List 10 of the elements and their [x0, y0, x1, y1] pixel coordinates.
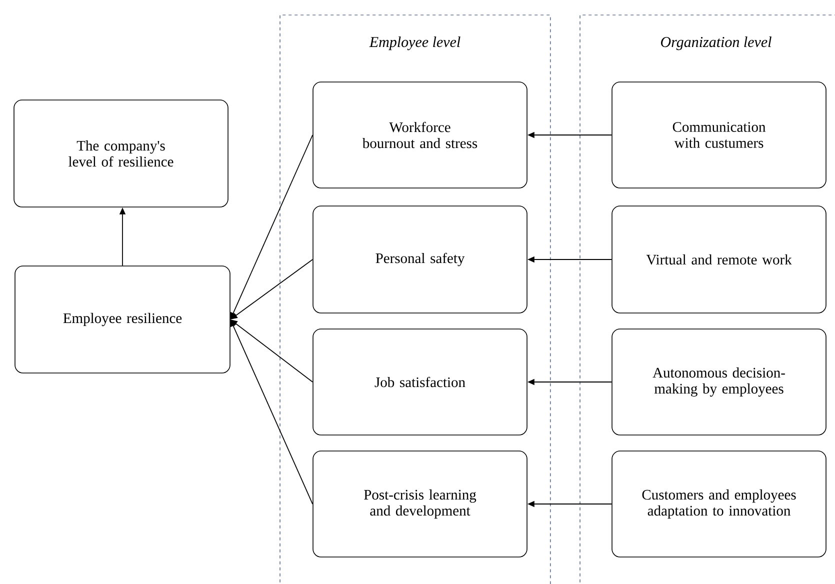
process-box: Job satisfaction [312, 328, 528, 436]
process-box: Personal safety [312, 206, 528, 314]
process-box: Employee resilience [14, 266, 230, 374]
process-box: Customers and employees adaptation to innovation [612, 450, 826, 558]
process-box: Post-crisis learning and development [312, 450, 528, 558]
process-box: Workforce bournout and stress [312, 82, 528, 188]
process-box: Autonomous decision-making by employees [612, 328, 826, 436]
process-box: Communication with custumers [612, 82, 826, 188]
process-box: The company's level of resilience [14, 100, 228, 208]
process-box: Virtual and remote work [612, 206, 826, 314]
